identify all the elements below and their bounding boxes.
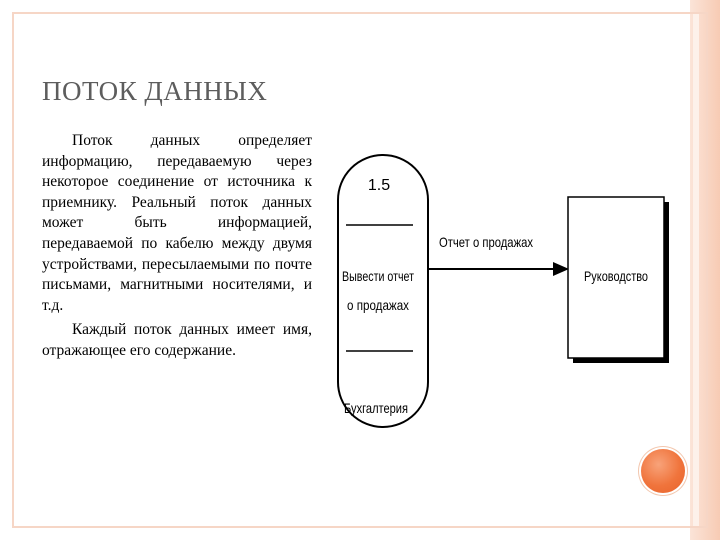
process-name-line1: Вывести отчет <box>342 268 414 284</box>
process-number: 1.5 <box>368 177 390 194</box>
decorative-side-stripe-inner <box>693 12 699 528</box>
body-paragraph-naming: Каждый поток данных имеет имя, отражающе… <box>42 321 312 359</box>
process-location: Бухгалтерия <box>344 400 408 416</box>
data-flow-diagram: 1.5 Вывести отчет о продажах Бухгалтерия… <box>337 154 669 428</box>
slide-body: Поток данных определяет информацию, пере… <box>42 131 312 362</box>
data-flow-label: Отчет о продажах <box>439 234 533 250</box>
slide-frame <box>12 12 708 528</box>
data-flow-arrowhead <box>553 262 569 276</box>
slide-title: ПОТОК ДАННЫХ <box>42 76 268 106</box>
process-name-line2: о продажах <box>347 297 409 313</box>
external-entity-box <box>567 196 665 359</box>
decorative-orange-circle <box>641 449 685 493</box>
process-capsule <box>337 154 429 428</box>
body-paragraph-definition: Поток данных определяет информацию, пере… <box>42 132 312 314</box>
external-entity-label: Руководство <box>584 268 648 284</box>
